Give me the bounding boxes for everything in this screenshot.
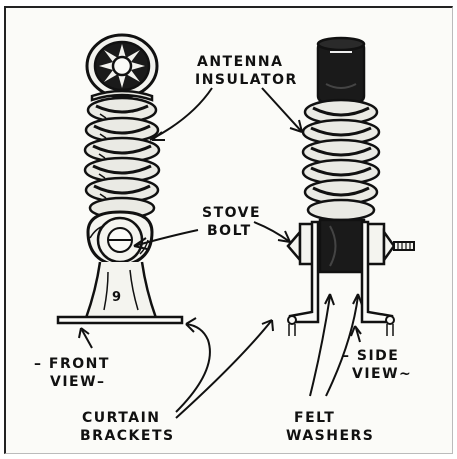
label-felt-line2: WASHERS (286, 428, 374, 444)
arrow-antenna-front (150, 88, 212, 140)
label-side-line2: VIEW~ (352, 366, 412, 382)
front-view-insulator (58, 35, 182, 323)
insulator-top-cap (318, 38, 364, 102)
arrow-antenna-side (262, 88, 302, 132)
insulator-end-disc (87, 35, 157, 97)
insulator-ribs-side (303, 100, 379, 220)
label-curtain-line2: BRACKETS (80, 428, 175, 444)
label-antenna-line1: ANTENNA (197, 54, 283, 70)
arrow-curtain-front (176, 324, 210, 412)
label-stove-line2: BOLT (207, 223, 252, 239)
front-bolt-housing (88, 212, 152, 266)
arrow-curtain-side (176, 320, 272, 418)
label-antenna-line2: INSULATOR (195, 72, 298, 88)
insulator-ribs-front (85, 91, 159, 218)
label-side-line1: – SIDE (342, 348, 399, 364)
label-curtain-line1: CURTAIN (82, 410, 161, 426)
label-felt-line1: FELT (294, 410, 335, 426)
front-base-plate (58, 317, 182, 323)
bracket-number: 9 (112, 290, 121, 305)
side-view-insulator (288, 38, 414, 336)
side-bolt-assembly (288, 220, 414, 272)
label-front-line2: VIEW– (50, 374, 106, 390)
label-stove-line1: STOVE (202, 205, 261, 221)
label-front-line1: – FRONT (34, 356, 110, 372)
